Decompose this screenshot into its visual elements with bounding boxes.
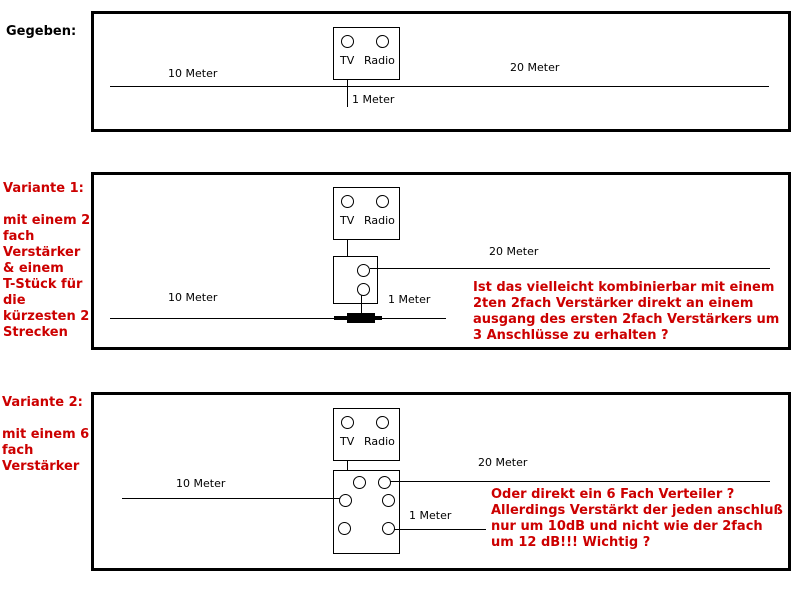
amp-output-1-icon [353, 476, 366, 489]
variant1-2x-amplifier [333, 256, 378, 304]
amp-output-6-icon [382, 522, 395, 535]
radio-label: Radio [364, 435, 395, 448]
variant1-note: Ist das vielleicht kombinierbar mit eine… [473, 280, 780, 343]
tv-socket-icon [341, 195, 354, 208]
amp-output-3-icon [339, 494, 352, 507]
amp-output-2-icon [378, 476, 391, 489]
variant2-cable-right-label: 20 Meter [478, 456, 528, 469]
tv-socket-icon [341, 416, 354, 429]
variant2-cable-left-label: 10 Meter [176, 477, 226, 490]
radio-label: Radio [364, 54, 395, 67]
variant1-panel [91, 172, 791, 350]
tv-label: TV [340, 435, 355, 448]
given-cable-left-label: 10 Meter [168, 67, 218, 80]
amp-output-4-icon [382, 494, 395, 507]
amp-output-2-icon [357, 283, 370, 296]
variant1-main-cable [110, 318, 446, 319]
variant2-left-cable [122, 498, 340, 499]
variant2-right-cable [390, 481, 770, 482]
variant2-down-cable [394, 529, 486, 530]
variant1-cable-right-label: 20 Meter [489, 245, 539, 258]
variant1-cable-left-label: 10 Meter [168, 291, 218, 304]
tv-socket-icon [341, 35, 354, 48]
given-main-cable [110, 86, 769, 87]
given-down-cable [347, 80, 348, 107]
variant1-outlet-to-amp-cable [347, 240, 348, 263]
given-panel [91, 11, 791, 132]
given-cable-right-label: 20 Meter [510, 61, 560, 74]
t-piece-icon [347, 313, 375, 323]
tv-label: TV [340, 54, 355, 67]
t-piece-stub-right [374, 316, 382, 320]
variant2-label: Variante 2: mit einem 6 fach Verstärker [2, 395, 90, 474]
variant1-amp-to-tee-cable [361, 295, 362, 315]
variant2-note: Oder direkt ein 6 Fach Verteiler ? Aller… [491, 487, 783, 550]
amp-output-1-icon [357, 264, 370, 277]
tv-label: TV [340, 214, 355, 227]
given-cable-down-label: 1 Meter [352, 93, 395, 106]
variant1-cable-down-label: 1 Meter [388, 293, 431, 306]
amp-output-5-icon [338, 522, 351, 535]
radio-socket-icon [376, 195, 389, 208]
variant2-6x-amplifier [333, 470, 400, 554]
given-label: Gegeben: [6, 24, 77, 39]
variant1-label: Variante 1: mit einem 2 fach Verstärker … [3, 181, 91, 340]
variant1-tv-radio-outlet: TV Radio [333, 187, 400, 240]
variant2-cable-down-label: 1 Meter [409, 509, 452, 522]
given-tv-radio-outlet: TV Radio [333, 27, 400, 80]
variant2-tv-radio-outlet: TV Radio [333, 408, 400, 461]
radio-socket-icon [376, 416, 389, 429]
variant1-right-cable [370, 268, 770, 269]
radio-label: Radio [364, 214, 395, 227]
t-piece-stub-left [334, 316, 348, 320]
radio-socket-icon [376, 35, 389, 48]
